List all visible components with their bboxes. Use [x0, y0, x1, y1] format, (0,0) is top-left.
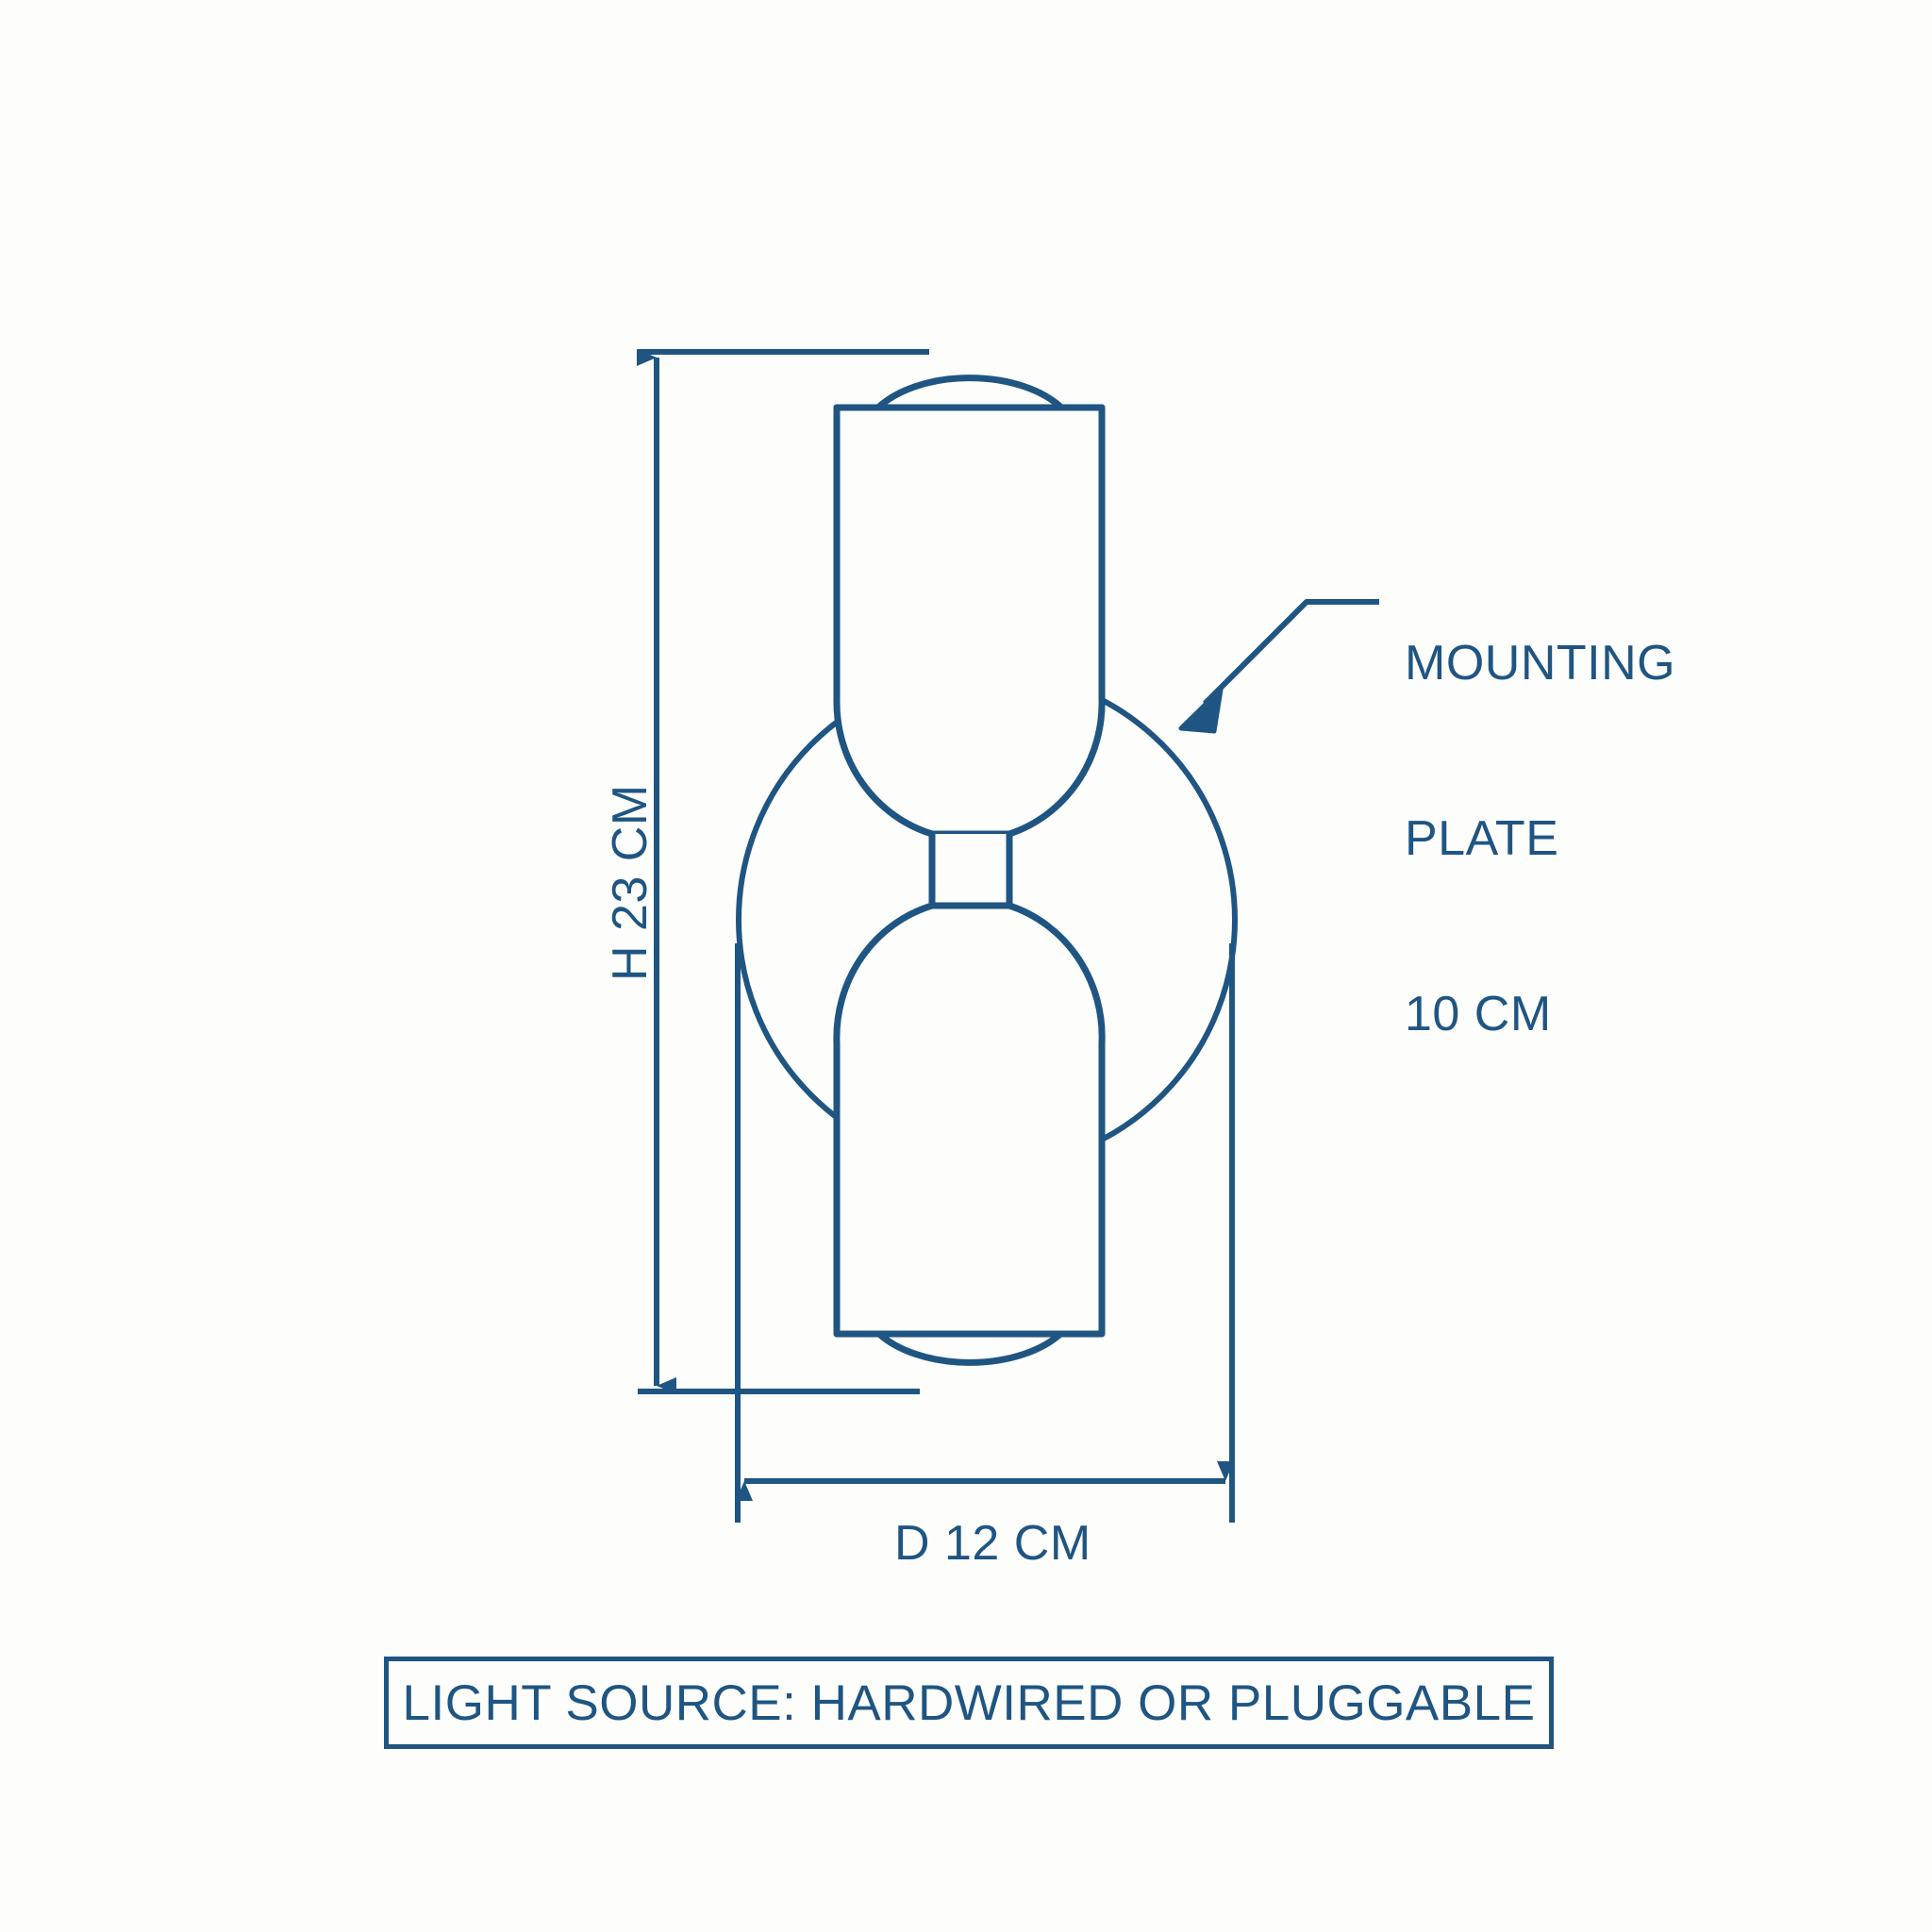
light-source-caption-text: LIGHT SOURCE: HARDWIRED OR PLUGGABLE	[402, 1674, 1536, 1731]
upper-shade-dome	[876, 375, 1063, 409]
upper-shade-cylinder	[833, 404, 1106, 838]
connector-neck	[928, 834, 1013, 909]
height-dimension-label: H 23 CM	[603, 784, 658, 981]
depth-dimension-label: D 12 CM	[894, 1516, 1091, 1571]
lower-shade-cylinder	[833, 902, 1106, 1338]
mounting-plate-label: MOUNTING PLATE 10 CM	[1405, 517, 1675, 1160]
mounting-plate-leader-line	[1202, 599, 1379, 707]
lower-shade-dome	[876, 1331, 1063, 1366]
mounting-plate-label-line3: 10 CM	[1405, 987, 1552, 1041]
mounting-plate-label-line1: MOUNTING	[1405, 636, 1676, 691]
mounting-plate-leader-arrow-icon	[1178, 687, 1224, 734]
light-source-caption-box: LIGHT SOURCE: HARDWIRED OR PLUGGABLE	[384, 1657, 1554, 1749]
mounting-plate-label-line2: PLATE	[1405, 811, 1559, 866]
